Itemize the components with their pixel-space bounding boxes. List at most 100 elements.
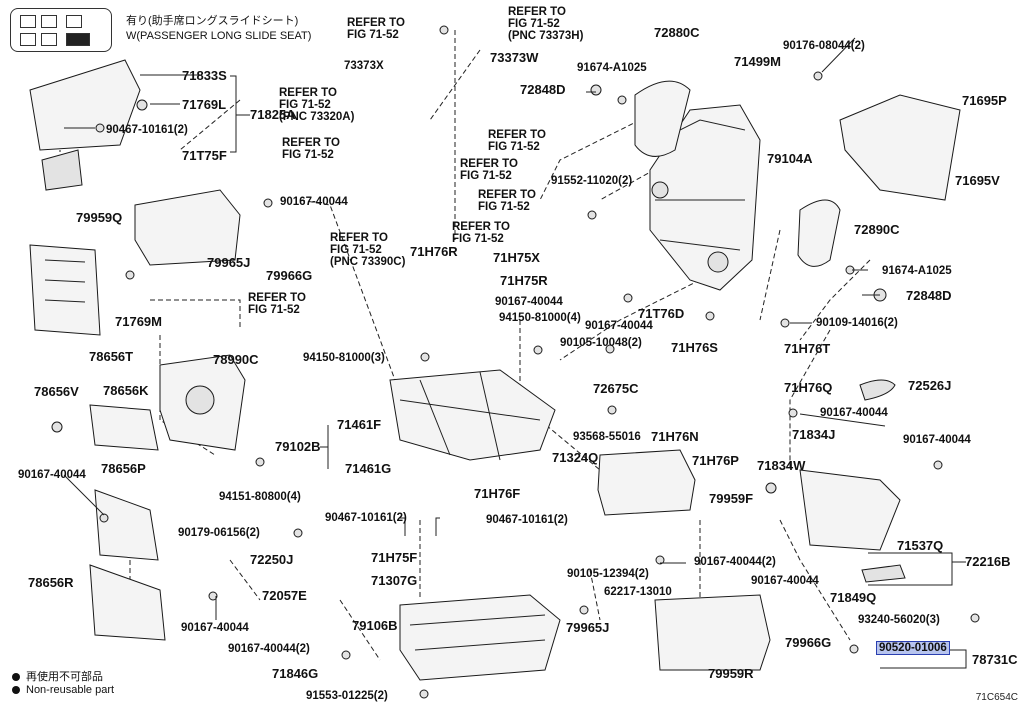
- part-label-p71307G[interactable]: 71307G: [371, 573, 418, 588]
- panel-78656T: [29, 244, 101, 336]
- part-label-p91552-11020[interactable]: 91552-11020(2): [551, 175, 633, 187]
- part-label-p90467-10161a[interactable]: 90467-10161(2): [106, 124, 188, 136]
- part-label-p94150-81000a[interactable]: 94150-81000(4): [499, 312, 581, 324]
- part-label-p71H75R[interactable]: 71H75R: [500, 273, 548, 288]
- part-label-p71T76D[interactable]: 71T76D: [638, 306, 685, 321]
- part-label-p78656P[interactable]: 78656P: [101, 461, 146, 476]
- part-label-p79104A[interactable]: 79104A: [767, 151, 813, 166]
- part-label-p78656R[interactable]: 78656R: [28, 575, 74, 590]
- part-label-p71H76R[interactable]: 71H76R: [410, 244, 458, 259]
- part-label-p79959F[interactable]: 79959F: [709, 491, 754, 506]
- part-label-p71324Q[interactable]: 71324Q: [552, 450, 599, 465]
- part-label-p93568-55016[interactable]: 93568-55016: [573, 431, 641, 443]
- part-label-p71H76T[interactable]: 71H76T: [784, 341, 831, 356]
- part-label-p78731C[interactable]: 78731C: [972, 652, 1018, 667]
- part-label-p72880C[interactable]: 72880C: [654, 25, 700, 40]
- part-label-p72848Da[interactable]: 72848D: [520, 82, 566, 97]
- part-label-p94151-80800[interactable]: 94151-80800(4): [219, 491, 301, 503]
- part-label-refer-7[interactable]: REFER TO FIG 71-52: [478, 189, 536, 213]
- part-label-p71H76F[interactable]: 71H76F: [474, 486, 521, 501]
- part-label-p79965Ja[interactable]: 79965J: [207, 255, 251, 270]
- part-label-p90167-40044c[interactable]: 90167-40044: [585, 320, 653, 332]
- part-label-p78990C[interactable]: 78990C: [213, 352, 259, 367]
- part-label-refer-5[interactable]: REFER TO FIG 71-52: [488, 129, 546, 153]
- part-label-p79966Ga[interactable]: 79966G: [266, 268, 313, 283]
- part-label-p79102B[interactable]: 79102B: [275, 439, 321, 454]
- seat-cell: [20, 33, 36, 46]
- part-label-p79959Q[interactable]: 79959Q: [76, 210, 123, 225]
- part-label-p72057E[interactable]: 72057E: [262, 588, 307, 603]
- part-label-refer-9[interactable]: REFER TO FIG 71-52 (PNC 73390C): [330, 232, 406, 268]
- part-label-p72526J[interactable]: 72526J: [908, 378, 952, 393]
- part-label-p90167-40044i[interactable]: 90167-40044: [181, 622, 249, 634]
- part-label-refer-2[interactable]: REFER TO FIG 71-52 (PNC 73373H): [508, 6, 584, 42]
- part-label-refer-6[interactable]: REFER TO FIG 71-52: [460, 158, 518, 182]
- part-label-p90167-40044h[interactable]: 90167-40044: [751, 575, 819, 587]
- part-label-p71849Q[interactable]: 71849Q: [830, 590, 877, 605]
- part-label-p91553-01225[interactable]: 91553-01225(2): [306, 690, 388, 702]
- part-label-refer-10[interactable]: REFER TO FIG 71-52: [248, 292, 306, 316]
- part-label-p62217-13010[interactable]: 62217-13010: [604, 586, 672, 598]
- part-label-p71H75F[interactable]: 71H75F: [371, 550, 418, 565]
- part-label-p90105-12394[interactable]: 90105-12394(2): [567, 568, 649, 580]
- part-label-p90176-08044[interactable]: 90176-08044(2): [783, 40, 865, 52]
- part-label-p90520-01006[interactable]: 90520-01006: [876, 641, 950, 655]
- part-label-p71H75X[interactable]: 71H75X: [493, 250, 540, 265]
- part-label-p90467-10161c[interactable]: 90467-10161(2): [486, 514, 568, 526]
- part-label-refer-3[interactable]: REFER TO FIG 71-52 (PNC 73320A): [279, 87, 355, 123]
- part-label-p90105-10048[interactable]: 90105-10048(2): [560, 337, 642, 349]
- cushion-72890C: [797, 199, 841, 267]
- part-label-p90167-40044a[interactable]: 90167-40044: [280, 196, 348, 208]
- part-label-p90109-14016[interactable]: 90109-14016(2): [816, 317, 898, 329]
- part-label-refer-8[interactable]: REFER TO FIG 71-52: [452, 221, 510, 245]
- part-label-p71695P[interactable]: 71695P: [962, 93, 1007, 108]
- part-label-p91674-A1025b[interactable]: 91674-A1025: [882, 265, 952, 277]
- part-label-p71H76Q[interactable]: 71H76Q: [784, 380, 833, 395]
- part-label-p71T75F[interactable]: 71T75F: [182, 148, 227, 163]
- part-label-p71537Q[interactable]: 71537Q: [897, 538, 944, 553]
- part-label-p91674-A1025a[interactable]: 91674-A1025: [577, 62, 647, 74]
- part-label-p78656K[interactable]: 78656K: [103, 383, 149, 398]
- part-label-p71833S[interactable]: 71833S: [182, 68, 227, 83]
- part-label-p71846G[interactable]: 71846G: [272, 666, 319, 681]
- part-label-p93240-56020[interactable]: 93240-56020(3): [858, 614, 940, 626]
- part-label-p71769M[interactable]: 71769M: [115, 314, 162, 329]
- part-label-p72250J[interactable]: 72250J: [250, 552, 294, 567]
- part-label-p90467-10161b[interactable]: 90467-10161(2): [325, 512, 407, 524]
- part-label-refer-4[interactable]: REFER TO FIG 71-52: [282, 137, 340, 161]
- part-label-p90167-40044b[interactable]: 90167-40044: [495, 296, 563, 308]
- part-label-p71834J[interactable]: 71834J: [792, 427, 836, 442]
- part-label-p79106B[interactable]: 79106B: [352, 618, 398, 633]
- part-label-p79959R[interactable]: 79959R: [708, 666, 754, 681]
- part-label-p71499M[interactable]: 71499M: [734, 54, 781, 69]
- part-label-p71769L[interactable]: 71769L: [182, 97, 227, 112]
- part-label-p73373W[interactable]: 73373W: [490, 50, 539, 65]
- part-label-p71461G[interactable]: 71461G: [345, 461, 392, 476]
- part-label-p71461F[interactable]: 71461F: [337, 417, 382, 432]
- part-label-p71825A[interactable]: 71825A: [250, 107, 296, 122]
- part-label-p72675C[interactable]: 72675C: [593, 381, 639, 396]
- part-label-p71695V[interactable]: 71695V: [955, 173, 1000, 188]
- part-label-p90167-40044j[interactable]: 90167-40044(2): [228, 643, 310, 655]
- part-label-p78656T[interactable]: 78656T: [89, 349, 134, 364]
- part-label-p72216B[interactable]: 72216B: [965, 554, 1011, 569]
- part-label-p90167-40044f[interactable]: 90167-40044: [18, 469, 86, 481]
- part-label-p90167-40044e[interactable]: 90167-40044: [903, 434, 971, 446]
- legend-japanese: 再使用不可部品: [12, 668, 103, 684]
- part-label-p79965Jb[interactable]: 79965J: [566, 620, 610, 635]
- part-label-p79966Gb[interactable]: 79966G: [785, 635, 832, 650]
- part-label-p90167-40044g[interactable]: 90167-40044(2): [694, 556, 776, 568]
- part-label-p72890C[interactable]: 72890C: [854, 222, 900, 237]
- mechanism-78990C: [159, 354, 246, 451]
- part-label-p78656V[interactable]: 78656V: [34, 384, 79, 399]
- part-label-p71834W[interactable]: 71834W: [757, 458, 806, 473]
- part-label-p72848Db[interactable]: 72848D: [906, 288, 952, 303]
- part-label-p73373X[interactable]: 73373X: [344, 60, 384, 72]
- part-label-p71H76P[interactable]: 71H76P: [692, 453, 739, 468]
- part-label-p90167-40044d[interactable]: 90167-40044: [820, 407, 888, 419]
- part-label-p90179-06156[interactable]: 90179-06156(2): [178, 527, 260, 539]
- part-label-p71H76N[interactable]: 71H76N: [651, 429, 699, 444]
- part-label-p71H76S[interactable]: 71H76S: [671, 340, 718, 355]
- part-label-p94150-81000b[interactable]: 94150-81000(3): [303, 352, 385, 364]
- part-label-refer-1[interactable]: REFER TO FIG 71-52: [347, 17, 405, 41]
